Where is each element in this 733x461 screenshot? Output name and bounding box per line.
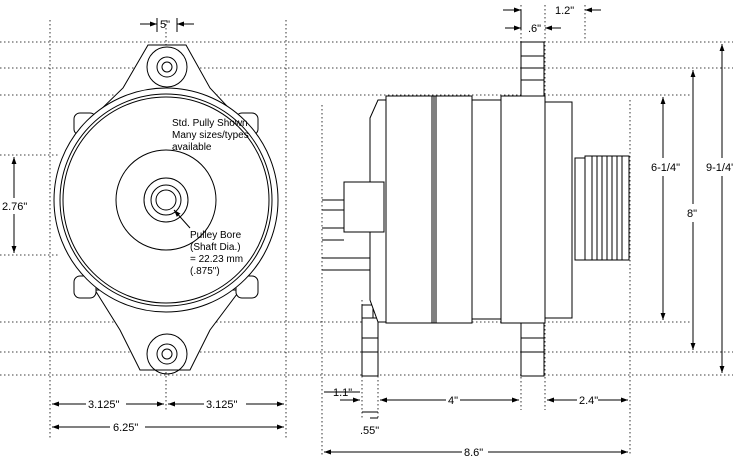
case-section-rear — [385, 95, 435, 324]
side-top-ear — [520, 41, 545, 98]
dim-mount-overall: 1.2" — [555, 5, 574, 17]
pulley-note-line2: Many sizes/types — [172, 130, 249, 141]
pulley-note-line1: Std. Pully Shown — [172, 118, 248, 129]
pulley-hub — [143, 177, 189, 223]
dimensions: 5" 1.2" .6" 2.76" 3.125" 3.125" 6.25" 1.… — [2, 5, 733, 459]
dim-case-height: 8" — [687, 208, 697, 220]
dim-half-width-left: 3.125" — [88, 399, 120, 411]
bottom-ear-hole — [156, 343, 178, 365]
bore-note-line1: Pulley Bore — [190, 230, 242, 241]
bore-note-line4: (.875") — [190, 266, 220, 277]
dim-connector-depth: .55" — [360, 425, 379, 437]
pulley-hub-side — [574, 157, 586, 261]
dim-total-width: 6.25" — [113, 422, 138, 434]
dim-case-depth: 4" — [448, 395, 458, 407]
side-rear-ear — [361, 317, 379, 377]
top-ear-hole — [156, 56, 178, 78]
bore-note-line2: (Shaft Dia.) — [190, 242, 241, 253]
dim-mount-pad: .6" — [528, 23, 541, 35]
case-section-mid — [471, 99, 502, 320]
front-plate — [544, 101, 573, 319]
dim-overall-height: 9-1/4" — [706, 162, 733, 174]
front-view: Std. Pully Shown Many sizes/types availa… — [53, 44, 279, 375]
bore-pointer — [173, 209, 191, 229]
case-section-stator — [433, 95, 473, 324]
side-view — [322, 41, 630, 377]
dim-overall-length: 8.6" — [464, 447, 483, 459]
side-bottom-ear — [520, 317, 545, 377]
dim-ring-height: 6-1/4" — [651, 162, 680, 174]
connector-block — [343, 181, 385, 233]
pulley-note-line3: available — [172, 142, 212, 153]
dim-pulley-depth: 2.4" — [579, 395, 598, 407]
bore-note-line3: = 22.23 mm — [190, 254, 243, 265]
case-section-front — [500, 95, 546, 324]
dim-height-inner: 2.76" — [2, 201, 27, 213]
housing-outer — [53, 87, 279, 313]
pulley-outer — [115, 149, 217, 251]
dim-ear-width: 5" — [160, 19, 170, 31]
dim-half-width-right: 3.125" — [206, 399, 238, 411]
shaft-bore — [155, 189, 177, 211]
dim-connector-offset: 1.1" — [333, 387, 352, 399]
housing-ring — [59, 93, 273, 307]
